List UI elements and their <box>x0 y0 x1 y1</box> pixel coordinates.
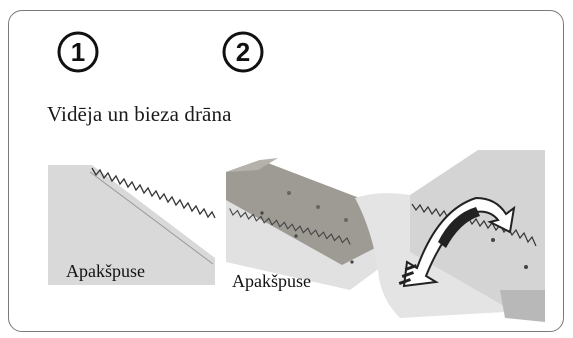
step-1-number: 1 <box>71 37 85 67</box>
step-2-number: 2 <box>236 37 250 67</box>
fabric-piece-left <box>48 165 216 285</box>
fabric-piece-right <box>355 150 545 322</box>
underside-label-left: Apakšpuse <box>66 261 145 281</box>
underside-label-middle: Apakšpuse <box>232 271 311 291</box>
step-1-marker: 1 <box>57 31 99 73</box>
fabric-type-heading: Vidēja un bieza drāna <box>47 102 232 126</box>
fold-arrow-icon <box>398 196 516 288</box>
fabric-piece-middle <box>226 158 404 290</box>
step-2-marker: 2 <box>222 31 264 73</box>
